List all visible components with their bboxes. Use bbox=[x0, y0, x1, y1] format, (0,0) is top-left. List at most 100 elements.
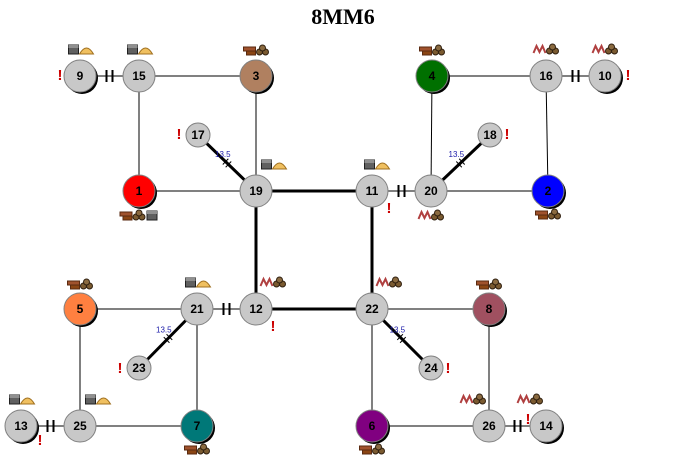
node-20[interactable]: 20 bbox=[414, 174, 448, 208]
node-5[interactable]: 5 bbox=[63, 292, 98, 327]
lumber-icon bbox=[197, 443, 210, 455]
grain-icon bbox=[19, 397, 36, 405]
wool-icon bbox=[417, 209, 432, 221]
node-label: 19 bbox=[249, 184, 263, 198]
node-label: 23 bbox=[132, 361, 146, 375]
brick-icon bbox=[419, 46, 432, 56]
edge-4-20 bbox=[430, 75, 433, 192]
node-label: 5 bbox=[77, 302, 84, 316]
brick-icon bbox=[359, 445, 372, 455]
node-circle bbox=[355, 409, 389, 443]
edge-weight-label: 13.5 bbox=[156, 326, 172, 335]
node-label: 4 bbox=[429, 69, 436, 83]
edge-weight-label: 13.5 bbox=[449, 150, 465, 159]
node-7[interactable]: 7 bbox=[180, 409, 215, 444]
node-14[interactable]: 14 bbox=[529, 409, 564, 444]
node-label: 15 bbox=[132, 69, 146, 83]
node-22[interactable]: 22 bbox=[355, 292, 389, 326]
node-9[interactable]: 9 bbox=[63, 59, 98, 94]
tick-marker bbox=[458, 158, 466, 165]
node-1[interactable]: 1 bbox=[122, 174, 157, 209]
lumber-icon bbox=[431, 209, 444, 221]
lumber-icon bbox=[530, 393, 543, 405]
node-label: 25 bbox=[73, 419, 87, 433]
alert-icon: ! bbox=[118, 360, 123, 377]
node-circle bbox=[4, 409, 38, 443]
node-4[interactable]: 4 bbox=[415, 59, 450, 94]
node-label: 11 bbox=[366, 184, 379, 198]
node-17[interactable]: 17 bbox=[185, 122, 211, 148]
node-circle bbox=[126, 355, 152, 381]
node-8[interactable]: 8 bbox=[472, 292, 507, 327]
alert-icon: ! bbox=[446, 360, 451, 377]
node-23[interactable]: 23 bbox=[126, 355, 152, 381]
ore-icon bbox=[127, 44, 138, 55]
node-26[interactable]: 26 bbox=[472, 409, 506, 443]
grain-icon bbox=[374, 162, 391, 170]
node-label: 16 bbox=[539, 69, 553, 83]
alert-icon: ! bbox=[271, 318, 276, 335]
brick-icon bbox=[119, 211, 133, 221]
ore-icon bbox=[146, 210, 158, 221]
node-19[interactable]: 19 bbox=[239, 174, 273, 208]
brick-icon bbox=[476, 280, 489, 290]
node-circle bbox=[239, 174, 273, 208]
node-10[interactable]: 10 bbox=[588, 59, 623, 94]
node-circle bbox=[531, 174, 565, 208]
node-circle bbox=[415, 59, 449, 93]
node-11[interactable]: 11 bbox=[355, 174, 389, 208]
tick-marker bbox=[225, 161, 232, 168]
lumber-icon bbox=[372, 443, 385, 455]
node-label: 12 bbox=[249, 302, 263, 316]
alert-icon: ! bbox=[526, 411, 531, 428]
lumber-icon bbox=[548, 208, 561, 220]
node-circle bbox=[414, 174, 448, 208]
grain-icon bbox=[78, 47, 95, 55]
alert-icon: ! bbox=[505, 126, 510, 143]
node-13[interactable]: 13 bbox=[4, 409, 39, 444]
lumber-icon bbox=[389, 276, 402, 288]
node-18[interactable]: 18 bbox=[477, 122, 503, 148]
node-3[interactable]: 3 bbox=[239, 59, 274, 94]
node-15[interactable]: 15 bbox=[122, 59, 156, 93]
lumber-icon bbox=[132, 209, 146, 221]
node-circle bbox=[239, 292, 273, 326]
node-circle bbox=[529, 409, 563, 443]
node-label: 17 bbox=[191, 128, 205, 142]
node-label: 8 bbox=[486, 302, 493, 316]
grain-icon bbox=[271, 162, 288, 170]
lumber-icon bbox=[432, 44, 445, 56]
grain-icon bbox=[137, 47, 154, 55]
node-label: 22 bbox=[365, 302, 379, 316]
lumber-icon bbox=[473, 393, 486, 405]
alert-icon: ! bbox=[38, 432, 43, 449]
alert-icon: ! bbox=[177, 126, 182, 143]
node-circle bbox=[122, 59, 156, 93]
node-6[interactable]: 6 bbox=[355, 409, 390, 444]
node-25[interactable]: 25 bbox=[63, 409, 97, 443]
node-circle bbox=[477, 122, 503, 148]
node-12[interactable]: 12 bbox=[239, 292, 273, 326]
node-16[interactable]: 16 bbox=[529, 59, 563, 93]
node-circle bbox=[472, 409, 506, 443]
wool-icon bbox=[459, 393, 474, 405]
node-label: 21 bbox=[190, 302, 204, 316]
brick-icon bbox=[535, 210, 548, 220]
node-circle bbox=[63, 409, 97, 443]
brick-icon bbox=[184, 445, 197, 455]
diagram-title: 8MM6 bbox=[311, 4, 375, 29]
node-21[interactable]: 21 bbox=[180, 292, 214, 326]
node-circle bbox=[529, 59, 563, 93]
node-label: 26 bbox=[482, 419, 496, 433]
tick-marker bbox=[455, 161, 463, 168]
lumber-icon bbox=[489, 278, 502, 290]
node-circle bbox=[355, 292, 389, 326]
ore-icon bbox=[364, 159, 375, 170]
node-label: 10 bbox=[598, 69, 612, 83]
node-24[interactable]: 24 bbox=[418, 355, 444, 381]
alert-icon: ! bbox=[626, 67, 631, 84]
node-2[interactable]: 2 bbox=[531, 174, 566, 209]
node-label: 1 bbox=[136, 184, 143, 198]
lumber-icon bbox=[80, 278, 93, 290]
lumber-icon bbox=[605, 43, 618, 55]
